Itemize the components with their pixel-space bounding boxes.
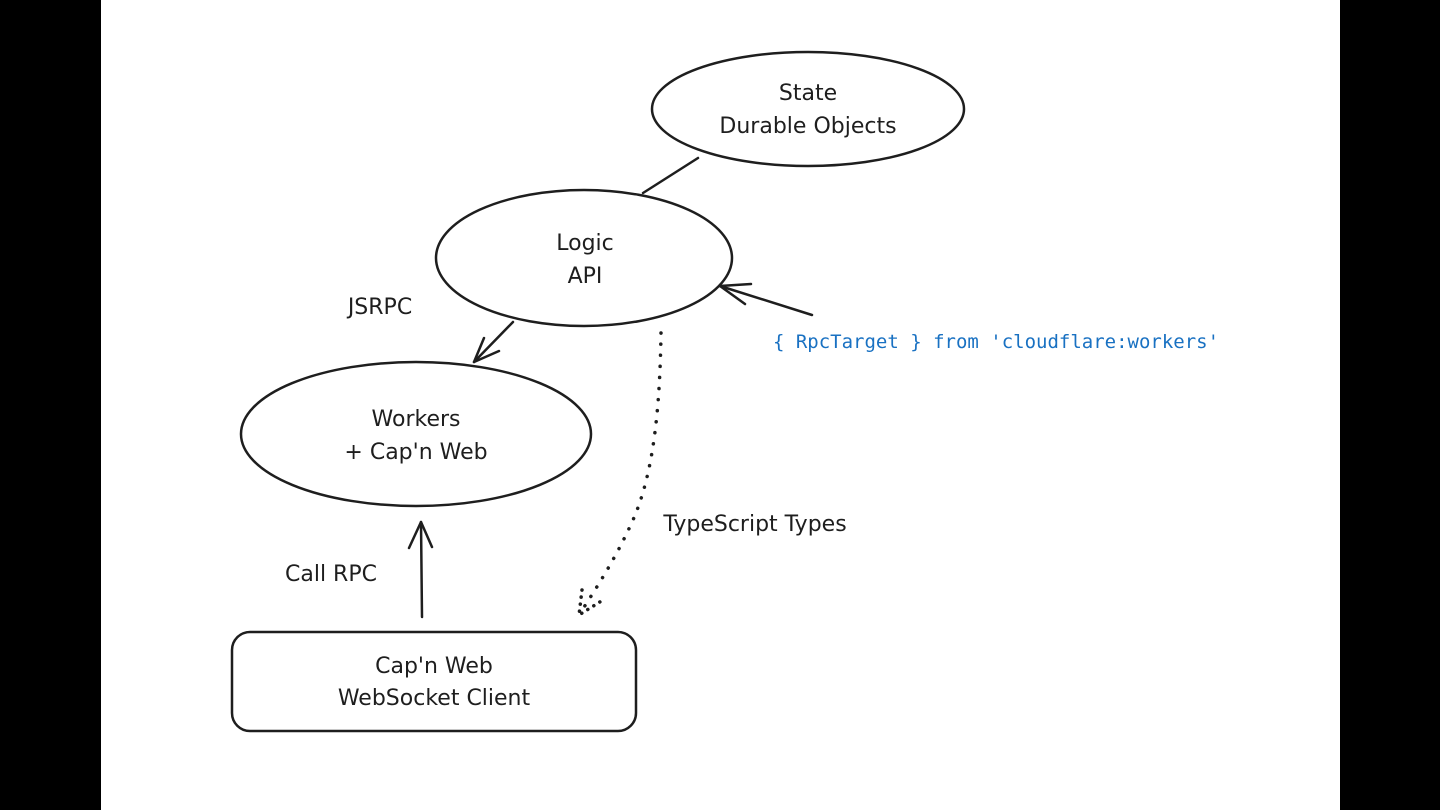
logic-subtitle: API [568,264,603,289]
state-title: State [779,81,837,106]
edge-logic-state [641,156,700,195]
arrowhead-icon [472,336,501,364]
edge-rpctarget-logic [718,282,814,317]
node-client[interactable]: Cap'n Web WebSocket Client [230,630,638,733]
edge-client-workers [407,520,434,619]
state-ellipse [650,50,966,168]
client-subtitle: WebSocket Client [338,686,531,711]
state-subtitle: Durable Objects [719,114,896,139]
edge-dotted-line [577,331,663,617]
edge-line [419,520,424,619]
logic-ellipse [434,188,734,328]
label-jsrpc: JSRPC [346,295,412,320]
workers-ellipse [239,360,593,508]
label-typescript-types: TypeScript Types [662,512,846,537]
edge-line [718,284,814,317]
arrowhead-icon [576,588,605,619]
edge-logic-client-types [576,331,663,619]
node-logic[interactable]: Logic API [434,188,734,328]
node-state[interactable]: State Durable Objects [650,50,966,168]
label-call-rpc: Call RPC [285,562,377,587]
workers-title: Workers [372,407,461,432]
workers-subtitle: + Cap'n Web [344,440,487,465]
arrowhead-icon [718,282,753,306]
logic-title: Logic [556,231,614,256]
edge-logic-workers [472,320,515,364]
client-title: Cap'n Web [375,654,493,679]
edge-line [472,320,515,364]
node-workers[interactable]: Workers + Cap'n Web [239,360,593,508]
arrowhead-icon [407,520,434,550]
diagram-canvas: State Durable Objects Logic API JSRPC Wo… [101,0,1340,810]
architecture-diagram: State Durable Objects Logic API JSRPC Wo… [230,50,1219,733]
client-rect [230,630,638,733]
label-rpctarget-code: { RpcTarget } from 'cloudflare:workers' [773,331,1219,353]
